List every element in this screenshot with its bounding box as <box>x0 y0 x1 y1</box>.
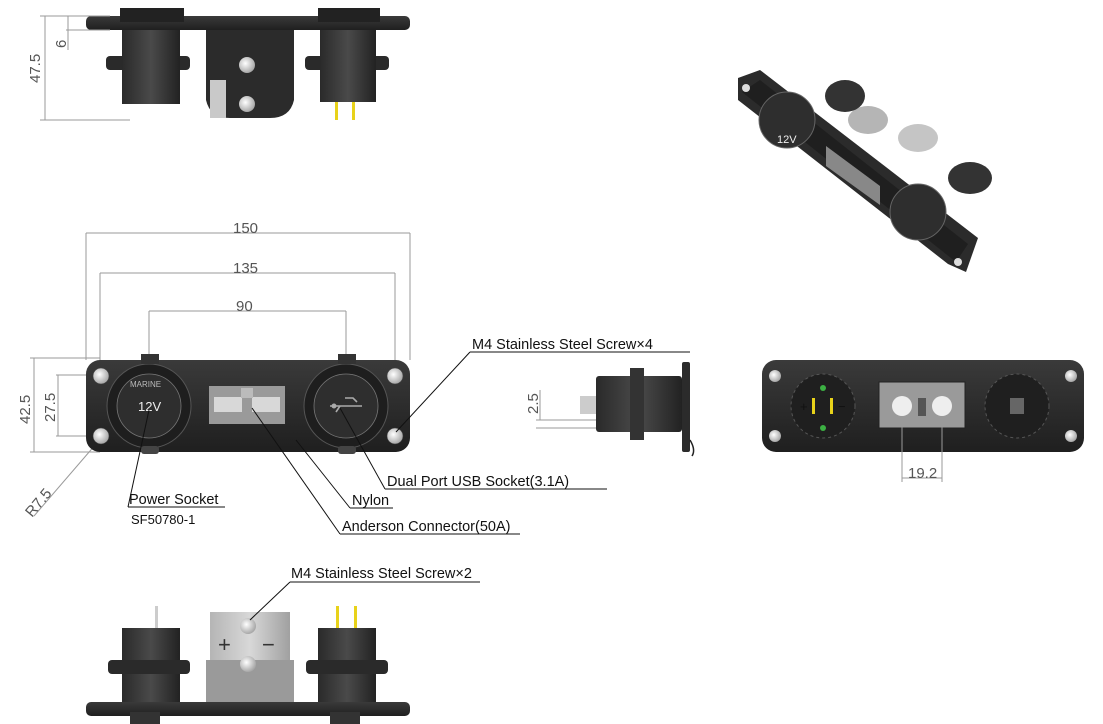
isometric-view <box>738 70 992 272</box>
dim-corner-radius: R7.5 <box>22 485 55 520</box>
rear-view <box>762 360 1084 482</box>
bottom-view <box>86 581 480 724</box>
power-socket-brand: MARINE <box>130 380 161 389</box>
callout-power-socket-part: SF50780-1 <box>131 512 195 527</box>
callout-screw-x2: M4 Stainless Steel Screw×2 <box>291 566 472 582</box>
bottom-plus: + <box>218 632 231 657</box>
callout-power-socket: Power Socket <box>129 492 218 508</box>
rear-plus: + <box>800 399 808 414</box>
top-side-view <box>40 8 410 121</box>
callout-nylon: Nylon <box>352 493 389 509</box>
front-callout-leaders <box>127 351 690 535</box>
bottom-minus: − <box>262 632 275 657</box>
front-view <box>30 232 411 517</box>
dim-plate-thickness: 6 <box>53 40 70 48</box>
dim-overall-height: 42.5 <box>17 395 34 424</box>
dim-anderson-pitch: 19.2 <box>908 465 937 482</box>
dim-hole-spacing: 135 <box>233 260 258 277</box>
callout-anderson: Anderson Connector(50A) <box>342 519 510 535</box>
rear-minus: − <box>838 399 846 414</box>
callout-screw-x4: M4 Stainless Steel Screw×4 <box>472 337 653 353</box>
dim-side-offset: 2.5 <box>525 393 542 414</box>
dim-socket-spacing: 90 <box>236 298 253 315</box>
dim-overall-width: 150 <box>233 220 258 237</box>
dim-side-depth: 47.5 <box>27 54 44 83</box>
iso-voltage: 12V <box>777 134 797 146</box>
callout-usb-socket: Dual Port USB Socket(3.1A) <box>387 474 569 490</box>
power-socket-voltage: 12V <box>138 399 161 414</box>
dim-hole-vertical-spacing: 27.5 <box>42 393 59 422</box>
side-profile-view <box>536 362 695 457</box>
